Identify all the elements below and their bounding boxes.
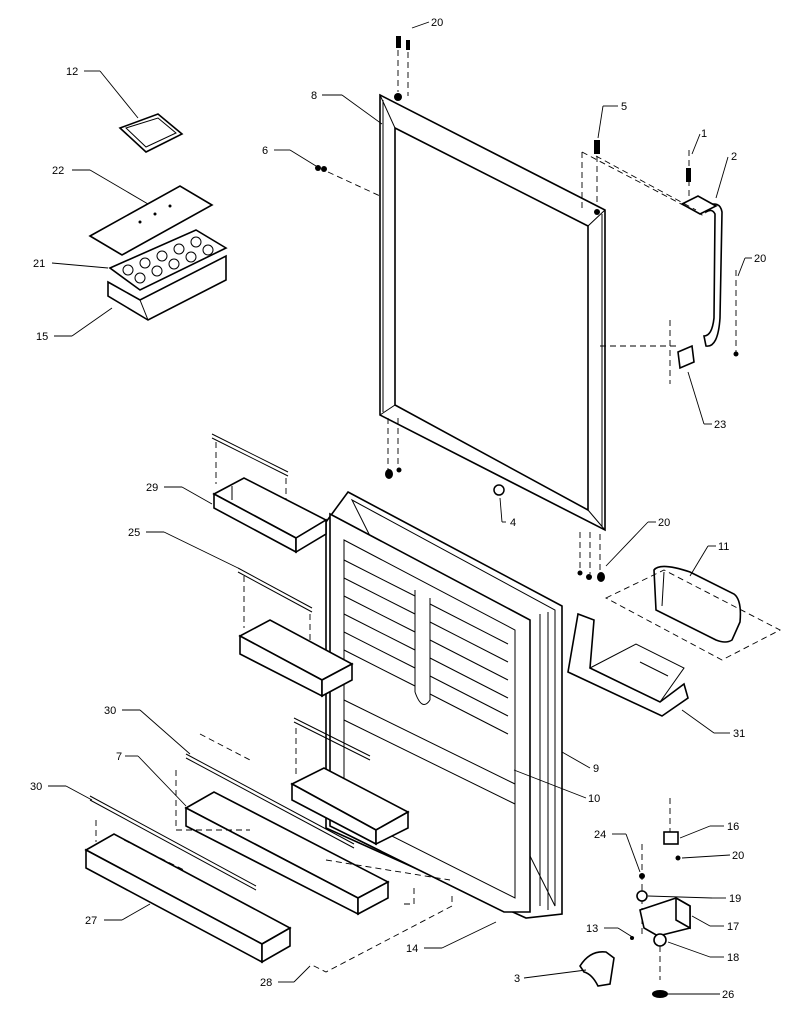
door-handle xyxy=(680,150,723,347)
door-shelf-7 xyxy=(175,753,390,916)
callout-28: 28 xyxy=(260,977,272,989)
callout-7: 7 xyxy=(116,751,122,763)
callout-9: 9 xyxy=(593,763,599,775)
callout-4: 4 xyxy=(510,517,516,529)
connection-lines xyxy=(199,733,453,973)
door-shelf-middle xyxy=(290,717,410,846)
callout-30-b: 30 xyxy=(30,781,42,793)
callout-6: 6 xyxy=(262,145,268,157)
dairy-assembly-box xyxy=(605,569,781,661)
callout-18: 18 xyxy=(727,952,739,964)
callout-14: 14 xyxy=(406,943,418,955)
handle-trim-23 xyxy=(600,320,695,384)
handle-connect-lines xyxy=(581,151,739,357)
dairy-compartment-31 xyxy=(567,612,689,717)
callout-24: 24 xyxy=(594,829,606,841)
callout-23: 23 xyxy=(714,419,726,431)
ice-cube-tray xyxy=(108,229,228,291)
callout-26: 26 xyxy=(722,989,734,1001)
door-shelf-25 xyxy=(237,567,354,698)
callout-2: 2 xyxy=(731,151,737,163)
callout-31: 31 xyxy=(733,728,745,740)
dairy-door-11 xyxy=(653,565,742,643)
callout-11: 11 xyxy=(718,541,729,553)
top-hinge-screws xyxy=(396,36,410,96)
callout-25: 25 xyxy=(128,527,140,539)
door-shelf-27 xyxy=(84,795,292,964)
callout-8: 8 xyxy=(311,90,317,102)
callout-5: 5 xyxy=(621,101,627,113)
callout-10: 10 xyxy=(588,793,600,805)
callout-20-right: 20 xyxy=(754,253,766,265)
callout-22: 22 xyxy=(52,165,64,177)
callout-1: 1 xyxy=(701,128,707,140)
outer-door-frame xyxy=(379,93,606,532)
callout-20-top: 20 xyxy=(431,17,443,29)
callout-20-mid: 20 xyxy=(658,517,670,529)
callout-13: 13 xyxy=(586,923,598,935)
screw-5 xyxy=(594,140,600,206)
lower-hinge-hardware xyxy=(579,798,691,998)
door-shelf-29 xyxy=(211,433,328,554)
callout-29: 29 xyxy=(146,482,158,494)
ice-cube-tray-cover xyxy=(88,185,214,256)
callouts: 20 12 8 5 1 2 6 22 21 20 15 23 2 xyxy=(30,17,766,1001)
callout-3: 3 xyxy=(514,973,520,985)
ice-tray-lid xyxy=(118,113,184,153)
callout-30-a: 30 xyxy=(104,705,116,717)
callout-17: 17 xyxy=(727,921,739,933)
callout-19: 19 xyxy=(729,893,741,905)
callout-20-low: 20 xyxy=(732,850,744,862)
callout-16: 16 xyxy=(727,821,739,833)
callout-15: 15 xyxy=(36,331,48,343)
callout-12: 12 xyxy=(66,66,78,78)
ice-storage-bin xyxy=(107,254,227,321)
callout-21: 21 xyxy=(33,258,45,270)
lower-frame-screws xyxy=(385,418,605,582)
callout-27: 27 xyxy=(85,915,97,927)
plug-6 xyxy=(315,165,381,197)
